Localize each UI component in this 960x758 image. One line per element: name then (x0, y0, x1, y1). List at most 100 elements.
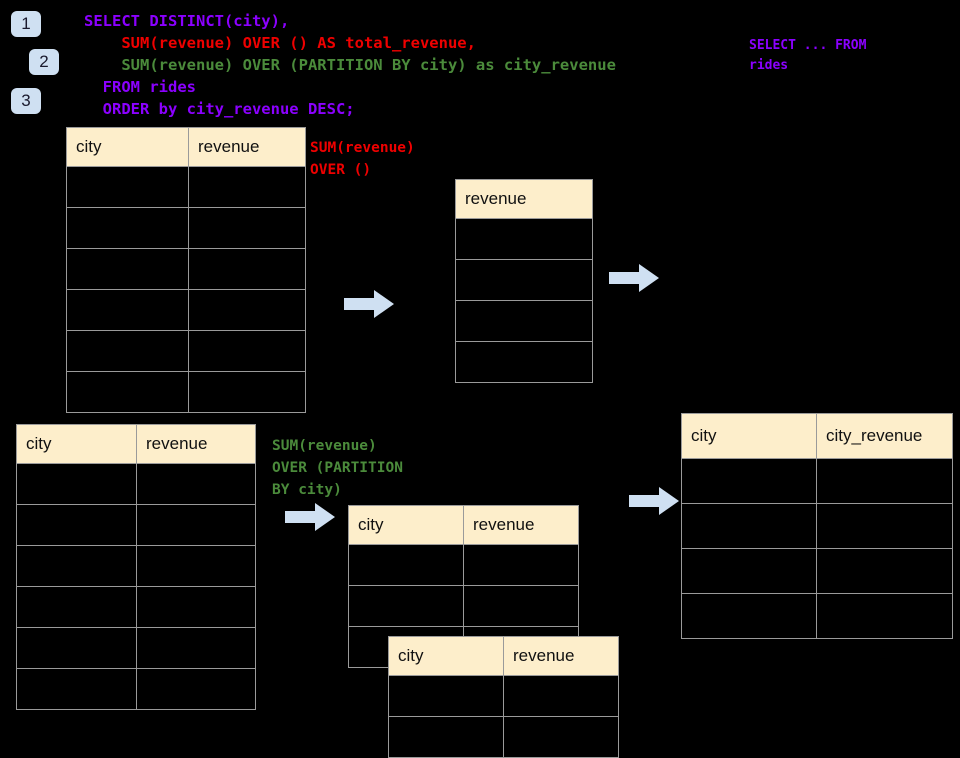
annotation-sum-over-partition: SUM(revenue) OVER (PARTITION BY city) (272, 438, 403, 498)
table-row (348, 544, 579, 586)
table-row (681, 593, 953, 639)
cell-city (66, 371, 189, 413)
sql-line-city-revenue: SUM(revenue) OVER (PARTITION BY city) as… (84, 56, 616, 74)
table-header-row: city revenue (348, 505, 579, 545)
cell-city (66, 330, 189, 372)
table-row (681, 548, 953, 594)
sql-line-from: FROM rides (84, 78, 196, 96)
cell-revenue (136, 586, 256, 628)
flow-arrow-3-icon (285, 503, 335, 536)
cell-city (388, 716, 504, 758)
step-badge-1: 1 (11, 11, 41, 37)
column-header-city: city (16, 424, 137, 464)
table-row (16, 545, 256, 587)
cell-city (16, 463, 137, 505)
cell-revenue (188, 166, 306, 208)
sql-query-block: SELECT DISTINCT(city), SUM(revenue) OVER… (84, 10, 616, 120)
table-row (455, 259, 593, 301)
cell-revenue (188, 371, 306, 413)
cell-city (66, 166, 189, 208)
table-row (455, 300, 593, 342)
cell-revenue (136, 545, 256, 587)
annotation-sum-over-empty: SUM(revenue) OVER () (310, 140, 415, 178)
cell-revenue (455, 218, 593, 260)
column-header-city: city (388, 636, 504, 676)
cell-revenue (503, 675, 619, 717)
flow-arrow-1-icon (344, 290, 394, 323)
cell-revenue (136, 463, 256, 505)
cell-revenue (455, 341, 593, 383)
table-row (66, 207, 306, 249)
table-row (66, 166, 306, 208)
table-header-row: revenue (455, 179, 593, 219)
cell-city (16, 586, 137, 628)
cell-revenue (455, 300, 593, 342)
table-header-row: city revenue (66, 127, 306, 167)
column-header-revenue: revenue (136, 424, 256, 464)
table-row (681, 503, 953, 549)
cell-city (348, 544, 464, 586)
table-header-row: city city_revenue (681, 413, 953, 459)
cell-city (66, 289, 189, 331)
sql-line-select: SELECT DISTINCT(city), (84, 12, 290, 30)
table-header-row: city revenue (16, 424, 256, 464)
step-badge-2: 2 (29, 49, 59, 75)
partition-table-b: city revenue (388, 636, 619, 758)
cell-city (66, 207, 189, 249)
cell-city-revenue (816, 593, 953, 639)
cell-revenue (136, 668, 256, 710)
flow-arrow-2-icon (609, 264, 659, 297)
cell-city (681, 593, 817, 639)
table-row (16, 504, 256, 546)
step-badge-3: 3 (11, 88, 41, 114)
total-revenue-table: revenue (455, 179, 593, 383)
table-row (66, 248, 306, 290)
table-row (455, 218, 593, 260)
column-header-city: city (348, 505, 464, 545)
sql-line-order-by: ORDER by city_revenue DESC; (84, 100, 355, 118)
column-header-revenue: revenue (463, 505, 579, 545)
column-header-revenue: revenue (503, 636, 619, 676)
cell-revenue (188, 207, 306, 249)
cell-revenue (136, 627, 256, 669)
table-row (16, 668, 256, 710)
column-header-city: city (681, 413, 817, 459)
table-row (455, 341, 593, 383)
cell-revenue (188, 248, 306, 290)
cell-city (681, 458, 817, 504)
cell-city (681, 503, 817, 549)
table-header-row: city revenue (388, 636, 619, 676)
table-row (66, 330, 306, 372)
column-header-city: city (66, 127, 189, 167)
cell-city-revenue (816, 503, 953, 549)
column-header-revenue: revenue (188, 127, 306, 167)
annotation-select-from: SELECT ... FROM rides (749, 38, 867, 73)
cell-revenue (463, 585, 579, 627)
table-row (348, 585, 579, 627)
cell-city-revenue (816, 458, 953, 504)
cell-revenue (455, 259, 593, 301)
table-row (16, 463, 256, 505)
table-row (66, 371, 306, 413)
cell-city (388, 675, 504, 717)
cell-city (16, 504, 137, 546)
rides-source-table-top: city revenue (66, 127, 306, 413)
cell-city (348, 585, 464, 627)
column-header-revenue: revenue (455, 179, 593, 219)
sql-line-total-revenue: SUM(revenue) OVER () AS total_revenue, (84, 34, 476, 52)
cell-city (66, 248, 189, 290)
table-row (388, 716, 619, 758)
cell-revenue (503, 716, 619, 758)
cell-revenue (188, 289, 306, 331)
cell-revenue (136, 504, 256, 546)
table-row (66, 289, 306, 331)
table-row (16, 627, 256, 669)
cell-revenue (463, 544, 579, 586)
table-row (16, 586, 256, 628)
cell-city (681, 548, 817, 594)
cell-city (16, 668, 137, 710)
rides-source-table-bottom: city revenue (16, 424, 256, 710)
cell-revenue (188, 330, 306, 372)
cell-city-revenue (816, 548, 953, 594)
cell-city (16, 627, 137, 669)
